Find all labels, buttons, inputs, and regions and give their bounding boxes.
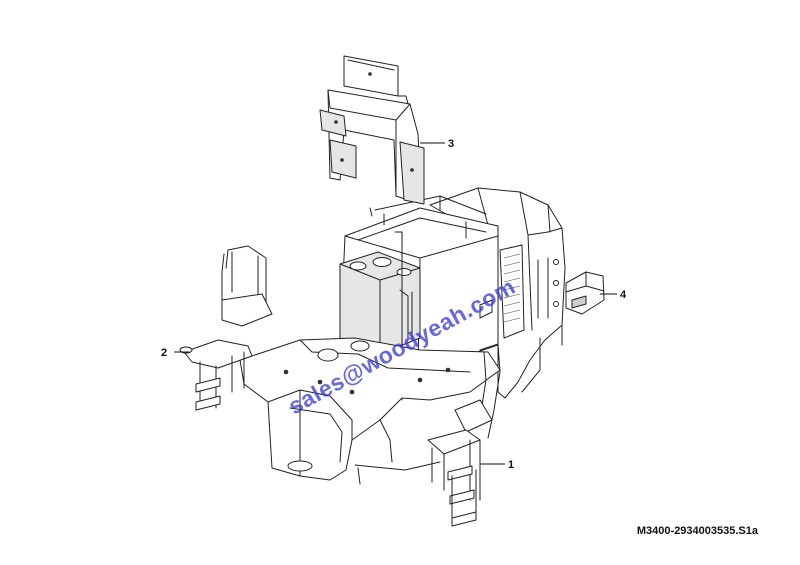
hood-panel-part-3 <box>319 55 425 205</box>
callout-1: 1 <box>480 459 514 471</box>
callout-4: 4 <box>600 289 627 301</box>
right-step-assembly-part-1 <box>427 343 501 527</box>
drawing-id-caption: M3400-2934003535.S1a <box>636 525 758 537</box>
callout-1-label: 1 <box>508 459 514 471</box>
chassis-frame <box>239 337 501 485</box>
callout-4-label: 4 <box>620 289 627 301</box>
callout-3-label: 3 <box>448 138 454 150</box>
callout-2-label: 2 <box>161 347 167 359</box>
rear-cover-part-4 <box>565 271 605 315</box>
callout-3: 3 <box>420 138 454 150</box>
left-step-assembly-part-2 <box>179 245 273 411</box>
callout-2: 2 <box>161 347 189 359</box>
